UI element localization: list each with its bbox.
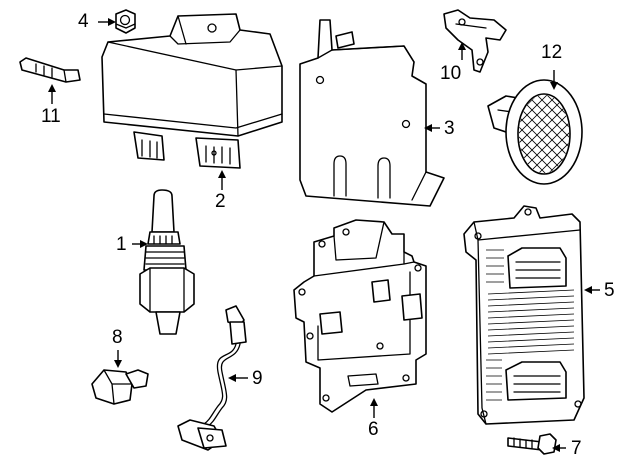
part-9-wire-harness bbox=[177, 305, 247, 451]
part-11-connector bbox=[19, 57, 81, 83]
leader-lines bbox=[48, 18, 600, 452]
callout-7: 7 bbox=[571, 438, 582, 459]
callout-3: 3 bbox=[444, 118, 455, 139]
callout-1: 1 bbox=[116, 234, 127, 255]
callout-2: 2 bbox=[215, 191, 226, 212]
callout-9: 9 bbox=[252, 368, 263, 389]
part-12-maf-sensor bbox=[487, 79, 583, 185]
part-7-bolt bbox=[507, 433, 557, 455]
callout-11: 11 bbox=[41, 106, 61, 127]
callout-12: 12 bbox=[541, 42, 563, 63]
callout-10: 10 bbox=[440, 63, 462, 84]
part-10-sensor bbox=[443, 9, 507, 73]
part-5-control-module bbox=[463, 205, 585, 425]
part-6-mounting-plate bbox=[293, 219, 427, 413]
callout-5: 5 bbox=[604, 280, 615, 301]
callout-6: 6 bbox=[368, 419, 379, 440]
part-2-relay-module bbox=[101, 13, 283, 169]
callout-4: 4 bbox=[78, 11, 89, 32]
part-3-bracket bbox=[299, 19, 445, 207]
callout-8: 8 bbox=[112, 327, 123, 348]
part-4-nut bbox=[115, 9, 136, 34]
part-8-sensor bbox=[91, 369, 149, 405]
part-1-sensor bbox=[139, 189, 195, 335]
